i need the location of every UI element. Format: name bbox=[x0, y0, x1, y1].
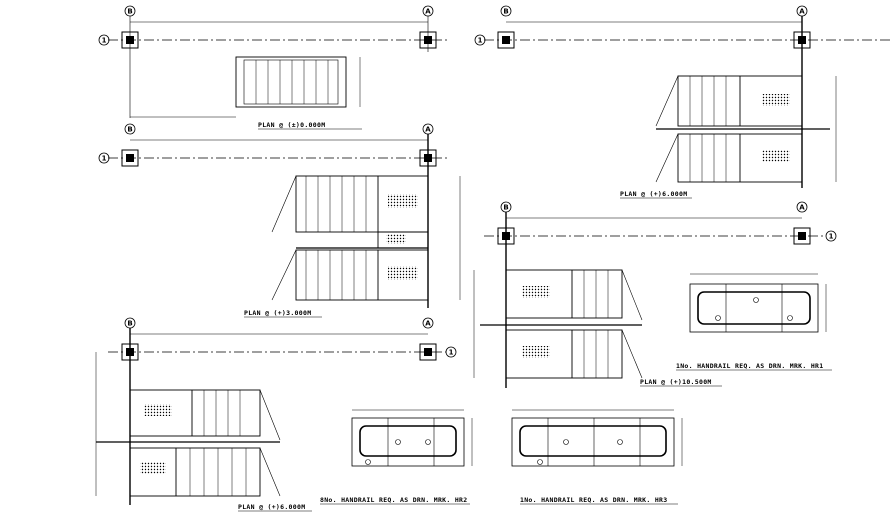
plan-6b-group: B A 1 PLAN @ (+)6.000M bbox=[95, 317, 457, 512]
handrail-hr3-group: 1No. HANDRAIL REQ. AS DRN. MRK. HR3 bbox=[511, 409, 683, 505]
grid-bubble-b: B bbox=[127, 320, 132, 328]
plan-0-group: B A 1 PLAN @ (±)0.000M bbox=[98, 5, 450, 130]
grid-bubble-a: A bbox=[799, 204, 805, 212]
plan-0-caption: PLAN @ (±)0.000M bbox=[258, 121, 325, 129]
plan-10-caption: PLAN @ (+)10.500M bbox=[640, 378, 712, 386]
grid-bubble-1: 1 bbox=[102, 155, 107, 163]
handrail-hr1-group: 1No. HANDRAIL REQ. AS DRN. MRK. HR1 bbox=[676, 273, 832, 371]
handrail-hr2-group: 8No. HANDRAIL REQ. AS DRN. MRK. HR2 bbox=[320, 409, 473, 505]
grid-bubble-b: B bbox=[503, 204, 508, 212]
hr2-caption: 8No. HANDRAIL REQ. AS DRN. MRK. HR2 bbox=[320, 496, 467, 504]
plan-6b-caption: PLAN @ (+)6.000M bbox=[238, 503, 305, 511]
grid-bubble-1: 1 bbox=[102, 37, 107, 45]
grid-bubble-a: A bbox=[799, 8, 805, 16]
grid-bubble-b: B bbox=[127, 126, 132, 134]
grid-bubble-b: B bbox=[503, 8, 508, 16]
plan-3-caption: PLAN @ (+)3.000M bbox=[244, 309, 311, 317]
grid-bubble-1: 1 bbox=[829, 233, 834, 241]
grid-bubble-a: A bbox=[425, 8, 431, 16]
grid-bubble-1: 1 bbox=[449, 349, 454, 357]
plan-3-group: B A 1 PLAN @ (+) bbox=[98, 123, 461, 318]
plan-6a-group: B A 1 PLAN @ (+)6.000M bbox=[474, 5, 892, 199]
grid-bubble-a: A bbox=[425, 320, 431, 328]
hr3-caption: 1No. HANDRAIL REQ. AS DRN. MRK. HR3 bbox=[520, 496, 667, 504]
grid-bubble-b: B bbox=[127, 8, 132, 16]
plan-6a-caption: PLAN @ (+)6.000M bbox=[620, 190, 687, 198]
plan-10-group: B A 1 PLAN @ (+)10.500M bbox=[473, 201, 837, 388]
hr1-caption: 1No. HANDRAIL REQ. AS DRN. MRK. HR1 bbox=[676, 362, 823, 370]
grid-bubble-a: A bbox=[425, 126, 431, 134]
grid-bubble-1: 1 bbox=[478, 37, 483, 45]
